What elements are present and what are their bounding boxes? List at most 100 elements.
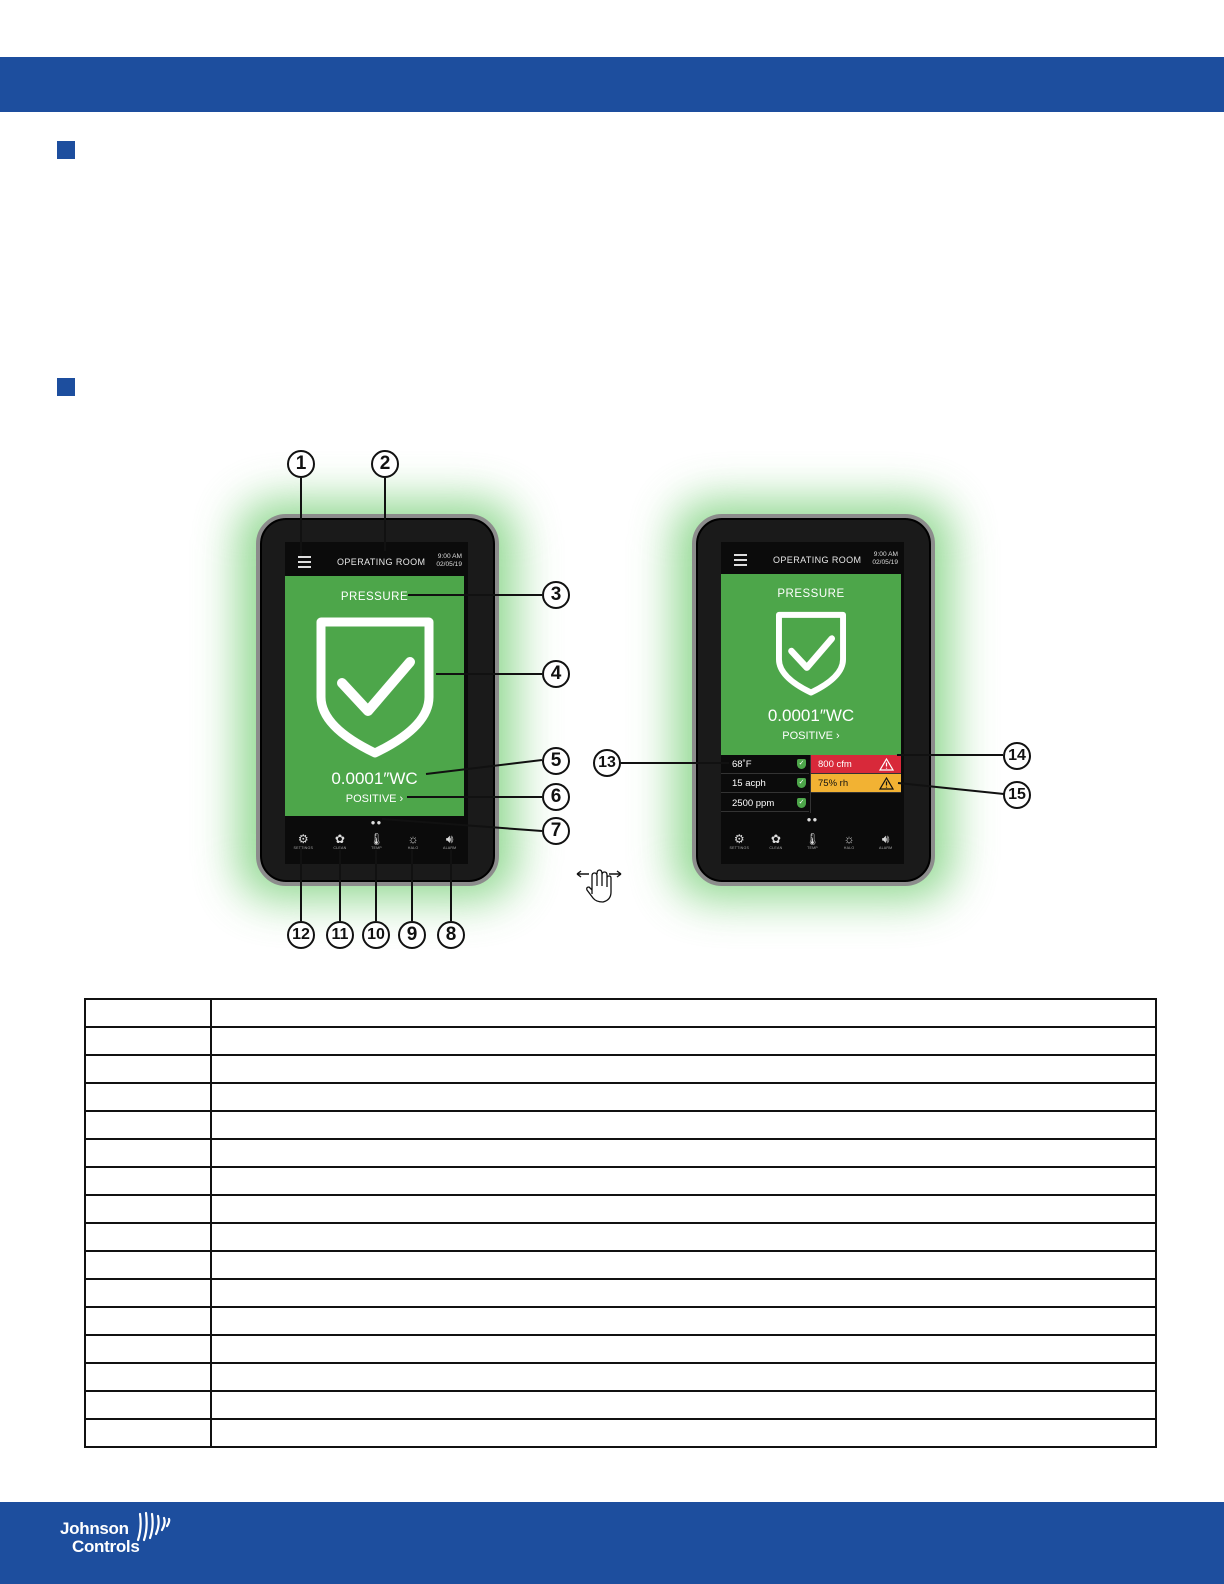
legend-row: [84, 1222, 1157, 1252]
legend-row: [84, 1390, 1157, 1420]
logo-line1: Johnson: [60, 1519, 129, 1538]
callout-5: 5: [542, 747, 570, 775]
callout-10: 10: [362, 921, 390, 949]
nav-halo[interactable]: ☼HALO: [395, 832, 431, 864]
page-indicator[interactable]: ●●: [370, 818, 383, 827]
date-text: 02/05/19: [436, 560, 462, 568]
tablet-screen: OPERATING ROOM 9:00 AM 02/05/19 PRESSURE…: [721, 542, 904, 864]
leader-line: [436, 673, 542, 675]
pressure-status[interactable]: POSITIVE ›: [782, 730, 840, 742]
legend-row: [84, 1362, 1157, 1392]
legend-description-cell: [210, 1222, 1157, 1252]
menu-icon[interactable]: [298, 556, 311, 571]
legend-number-cell: [84, 1418, 212, 1448]
nav-clean[interactable]: ✿CLEAN: [322, 832, 358, 864]
room-title: OPERATING ROOM: [773, 555, 862, 565]
pressure-panel[interactable]: PRESSURE 0.0001″WC POSITIVE ›: [285, 576, 464, 816]
page-indicator[interactable]: ●●: [806, 815, 819, 824]
date-text: 02/05/19: [872, 558, 898, 566]
thermometer-icon: 🌡︎: [804, 832, 821, 846]
legend-description-cell: [210, 1278, 1157, 1308]
nav-halo[interactable]: ☼HALO: [831, 832, 867, 864]
nav-temp[interactable]: 🌡︎TEMP: [358, 832, 394, 864]
legend-description-cell: [210, 1054, 1157, 1084]
callout-legend-table: [84, 998, 1157, 1448]
leader-line: [339, 850, 341, 921]
callout-3: 3: [542, 581, 570, 609]
logo-mark-icon: [136, 1511, 171, 1542]
sun-icon: ☼: [407, 832, 419, 846]
speaker-icon: 🔊︎: [445, 832, 454, 846]
pressure-panel[interactable]: PRESSURE 0.0001″WC POSITIVE ›: [721, 574, 901, 755]
alarm-row[interactable]: 75% rh: [811, 774, 901, 793]
legend-description-cell: [210, 1306, 1157, 1336]
legend-number-cell: [84, 1390, 212, 1420]
swipe-gesture-icon: [576, 869, 622, 903]
room-title: OPERATING ROOM: [337, 557, 426, 567]
legend-description-cell: [210, 1138, 1157, 1168]
legend-number-cell: [84, 1250, 212, 1280]
legend-description-cell: [210, 1334, 1157, 1364]
fan-icon: ✿: [334, 832, 345, 846]
rh-value: 75% rh: [818, 778, 849, 789]
callout-9: 9: [398, 921, 426, 949]
legend-row: [84, 1166, 1157, 1196]
leader-line: [897, 782, 1005, 795]
footer-band: [0, 1502, 1224, 1584]
legend-number-cell: [84, 1278, 212, 1308]
pressure-value: 0.0001″WC: [331, 769, 418, 788]
legend-number-cell: [84, 1026, 212, 1056]
shield-check-icon: [776, 611, 846, 696]
warning-icon: [879, 758, 894, 771]
warning-icon: [879, 777, 894, 790]
nav-temp[interactable]: 🌡︎TEMP: [794, 832, 830, 864]
pressure-status[interactable]: POSITIVE ›: [345, 793, 404, 805]
legend-body: [84, 998, 1157, 1448]
leader-line: [897, 754, 1003, 756]
callout-11: 11: [326, 921, 354, 949]
nav-settings[interactable]: ⚙SETTINGS: [721, 832, 757, 864]
legend-description-cell: [210, 1362, 1157, 1392]
gear-icon: ⚙: [297, 832, 309, 846]
temp-value: 68˚F: [732, 759, 752, 770]
callout-14: 14: [1003, 742, 1031, 770]
tablet-device: OPERATING ROOM 9:00 AM 02/05/19 PRESSURE…: [692, 514, 935, 886]
leader-line: [450, 850, 452, 921]
speaker-icon: 🔊︎: [881, 832, 890, 846]
nav-alarm[interactable]: 🔊︎ALARM: [432, 832, 468, 864]
leader-line: [425, 759, 543, 775]
legend-number-cell: [84, 1054, 212, 1084]
legend-row: [84, 1334, 1157, 1364]
secondary-row[interactable]: 2500 ppm ✓: [721, 793, 809, 812]
menu-icon[interactable]: [734, 554, 747, 569]
legend-number-cell: [84, 1082, 212, 1112]
header-band: [0, 57, 1224, 112]
legend-number-cell: [84, 1362, 212, 1392]
top-bar: OPERATING ROOM 9:00 AM 02/05/19: [285, 542, 468, 576]
fan-icon: ✿: [770, 832, 781, 846]
nav-bar: ⚙SETTINGS ✿CLEAN 🌡︎TEMP ☼HALO 🔊︎ALARM: [285, 832, 468, 864]
callout-7: 7: [542, 817, 570, 845]
legend-row: [84, 998, 1157, 1028]
legend-description-cell: [210, 998, 1157, 1028]
time-text: 9:00 AM: [437, 553, 462, 560]
leader-line: [411, 850, 413, 921]
callout-13: 13: [593, 749, 621, 777]
pressure-label: PRESSURE: [340, 591, 409, 603]
legend-description-cell: [210, 1194, 1157, 1224]
leader-line: [381, 818, 543, 832]
section-marker: [57, 378, 75, 396]
alarm-row[interactable]: 800 cfm: [811, 755, 901, 774]
sun-icon: ☼: [843, 832, 855, 846]
secondary-row[interactable]: 15 acph ✓: [721, 774, 809, 793]
nav-alarm[interactable]: 🔊︎ALARM: [868, 832, 904, 864]
nav-clean[interactable]: ✿CLEAN: [758, 832, 794, 864]
leader-line: [300, 478, 302, 556]
leader-line: [407, 796, 542, 798]
legend-row: [84, 1110, 1157, 1140]
leader-line: [408, 594, 542, 596]
secondary-row[interactable]: 68˚F ✓: [721, 755, 809, 774]
ppm-value: 2500 ppm: [732, 798, 775, 809]
tablet-screen: OPERATING ROOM 9:00 AM 02/05/19 PRESSURE…: [285, 542, 468, 864]
nav-settings[interactable]: ⚙SETTINGS: [285, 832, 321, 864]
